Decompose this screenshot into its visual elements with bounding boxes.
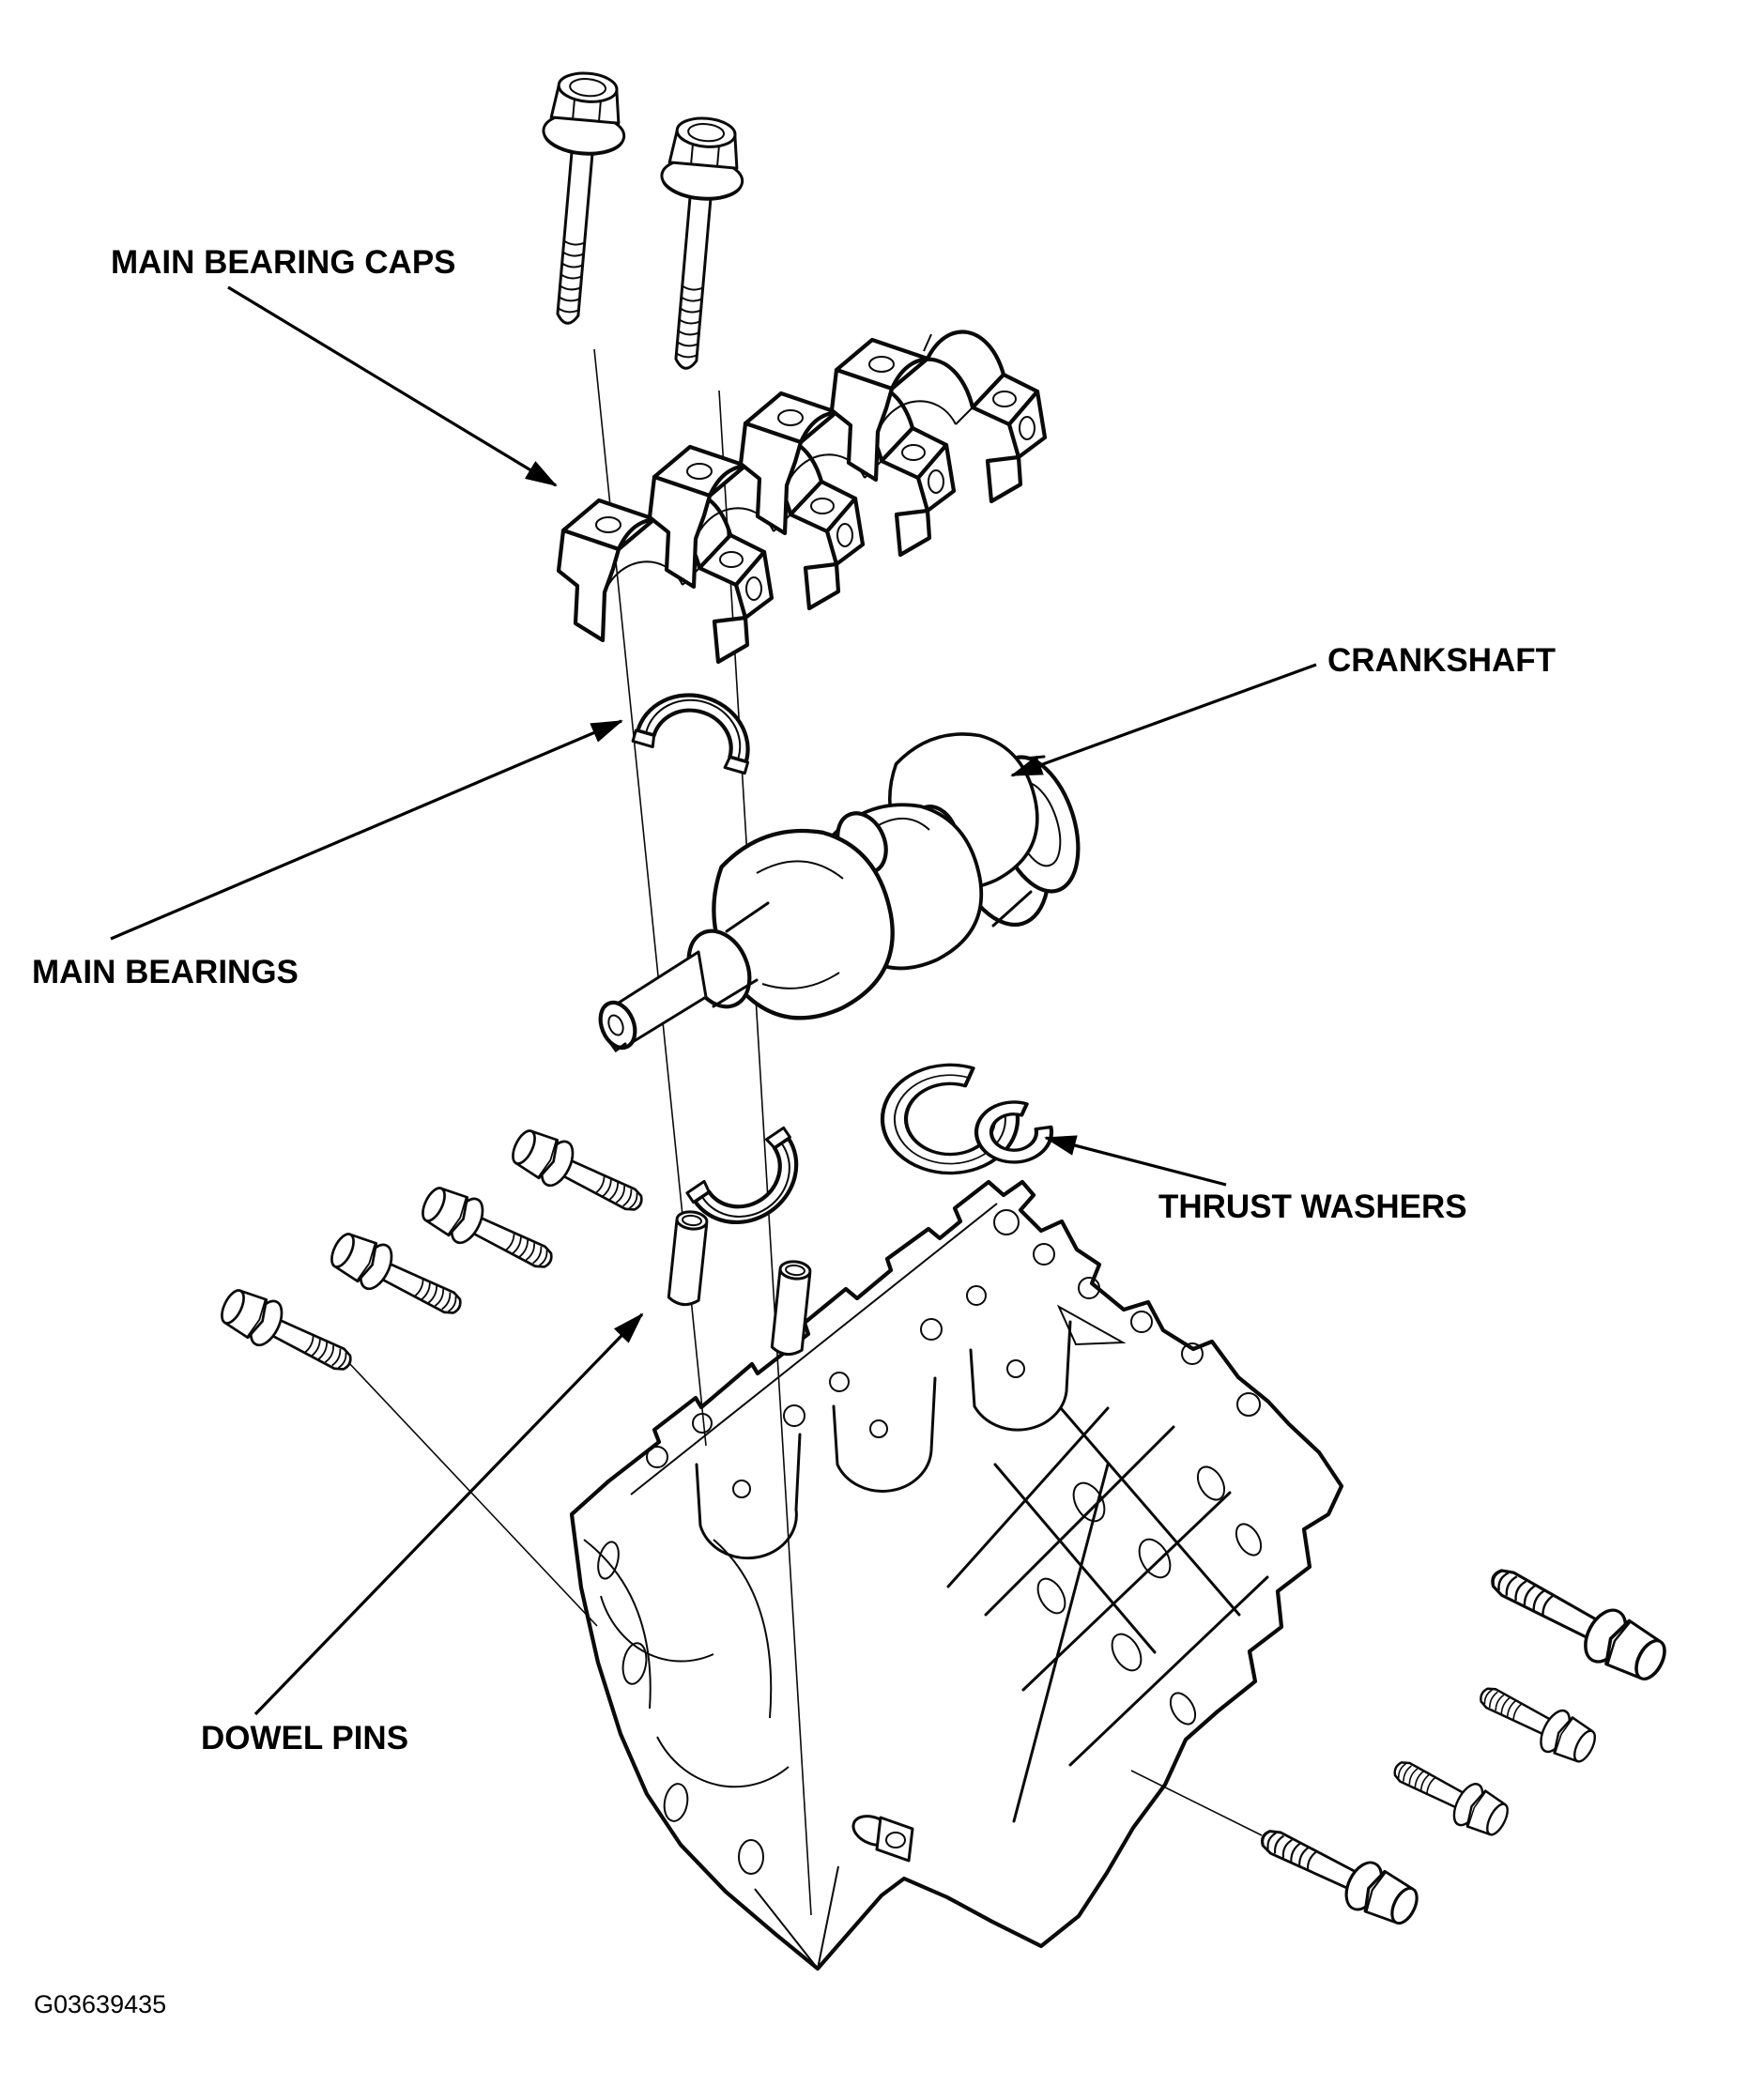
upper-main-bearing-drawing — [631, 693, 750, 775]
leader-dowel-pins — [253, 1312, 644, 1716]
main-cap-bolts-drawing — [525, 68, 749, 374]
leader-thrust-washers — [1044, 1135, 1227, 1187]
main-bearing-caps-drawing — [559, 332, 1045, 662]
drain-bolt-drawing — [851, 1815, 914, 1863]
leader-crankshaft — [1010, 663, 1317, 777]
label-thrust-washers: THRUST WASHERS — [1158, 1189, 1467, 1225]
label-crankshaft: CRANKSHAFT — [1327, 642, 1557, 679]
leader-main-bearings — [110, 719, 623, 941]
crankshaft-drawing — [598, 708, 1081, 1053]
dowel-pins-drawing — [667, 1208, 813, 1357]
figure-id: G03639435 — [34, 1990, 167, 2018]
leader-main-bearing-caps — [227, 285, 558, 487]
leader-lines — [110, 285, 1317, 1716]
label-main-bearings: MAIN BEARINGS — [32, 954, 299, 990]
label-main-bearing-caps: MAIN BEARING CAPS — [111, 244, 456, 281]
thrust-washers-drawing — [880, 1063, 1054, 1175]
lower-main-bearing-drawing — [685, 1126, 799, 1225]
left-block-bolts-drawing — [213, 1121, 652, 1387]
engine-block-drawing — [569, 1179, 1344, 1971]
right-block-bolts-drawing — [1250, 1550, 1676, 1935]
label-dowel-pins: DOWEL PINS — [201, 1720, 409, 1756]
